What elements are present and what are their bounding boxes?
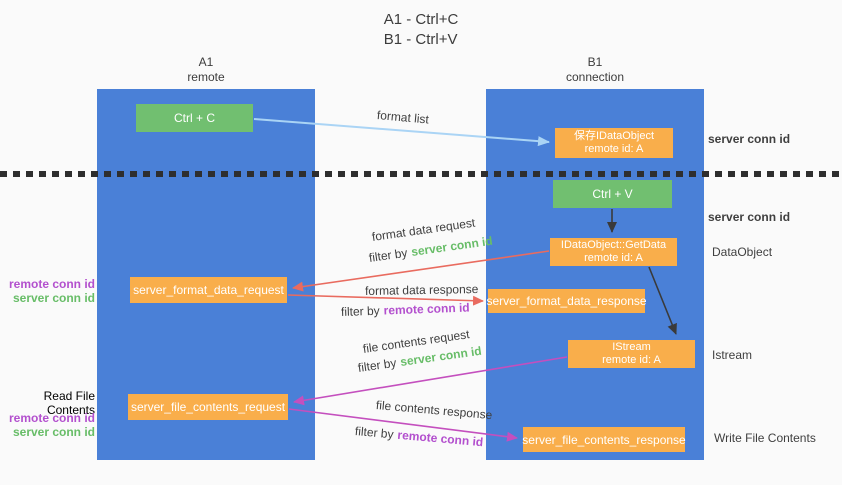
node-idataobject-getdata-line2: remote id: A [584,252,643,264]
machine-separator-dotted-line [0,171,842,177]
filter-by-text: filter by [340,303,380,319]
node-istream: IStream remote id: A [568,340,695,368]
title-line-1: A1 - Ctrl+C [383,11,459,28]
server-conn-id-text: server conn id [410,233,494,259]
filter-by-text: filter by [368,245,409,265]
read-file-contents-label: Read File Contents [0,389,95,417]
side-label-server-conn-id-top: server conn id [708,132,791,146]
node-server-format-data-request: server_format_data_request [130,277,287,303]
remote-conn-id-text: remote conn id [396,427,484,450]
remote-conn-id-text: remote conn id [383,300,470,318]
title-line-2: B1 - Ctrl+V [383,31,458,48]
lane-b-header: B1 connection [535,55,655,85]
side-label-remote-conn-id-bottom: remote conn id [8,411,95,425]
diagram-title: A1 - Ctrl+C B1 - Ctrl+V [0,10,842,50]
node-save-idataobject-line1: 保存IDataObject [573,130,655,142]
node-server-file-contents-request: server_file_contents_request [128,394,288,420]
node-ctrl-v: Ctrl + V [553,180,672,208]
edge-label-format-data-response: format data response [364,282,479,298]
lane-a-name: A1 [198,55,214,69]
side-label-server-conn-id-top-left: server conn id [12,291,95,305]
filter-by-text: filter by [354,424,395,442]
node-save-idataobject-line2: remote id: A [584,143,644,155]
node-server-format-data-response: server_format_data_response [486,289,647,313]
lane-a-header: A1 remote [146,55,266,85]
side-label-read-file-contents: Read File Contents [43,389,95,417]
edge-label-file-contents-response: file contents response [375,398,493,423]
filter-by-text: filter by [357,355,398,375]
node-ctrl-c: Ctrl + C [136,104,253,132]
side-label-server-conn-id-bottom: server conn id [12,425,95,439]
node-idataobject-getdata: IDataObject::GetData remote id: A [550,238,677,266]
node-save-idataobject: 保存IDataObject remote id: A [555,128,673,158]
left-conn-id-block-bottom: remote conn id server conn id [0,411,95,439]
side-label-write-file-contents: Write File Contents [714,431,816,445]
node-server-file-contents-response: server_file_contents_response [522,427,686,452]
side-label-remote-conn-id-top: remote conn id [8,277,95,291]
lane-b-subtitle: connection [565,70,625,84]
side-label-dataobject: DataObject [712,245,773,259]
lane-b-name: B1 [587,55,603,69]
side-label-server-conn-id-mid: server conn id [708,210,791,224]
edge-label-format-list: format list [376,108,430,127]
lane-a-subtitle: remote [187,70,225,84]
left-conn-id-block-top: remote conn id server conn id [0,277,95,305]
node-istream-line1: IStream [612,341,651,353]
node-istream-line2: remote id: A [602,354,661,366]
node-idataobject-getdata-line1: IDataObject::GetData [560,239,667,251]
side-label-istream: Istream [712,348,753,362]
